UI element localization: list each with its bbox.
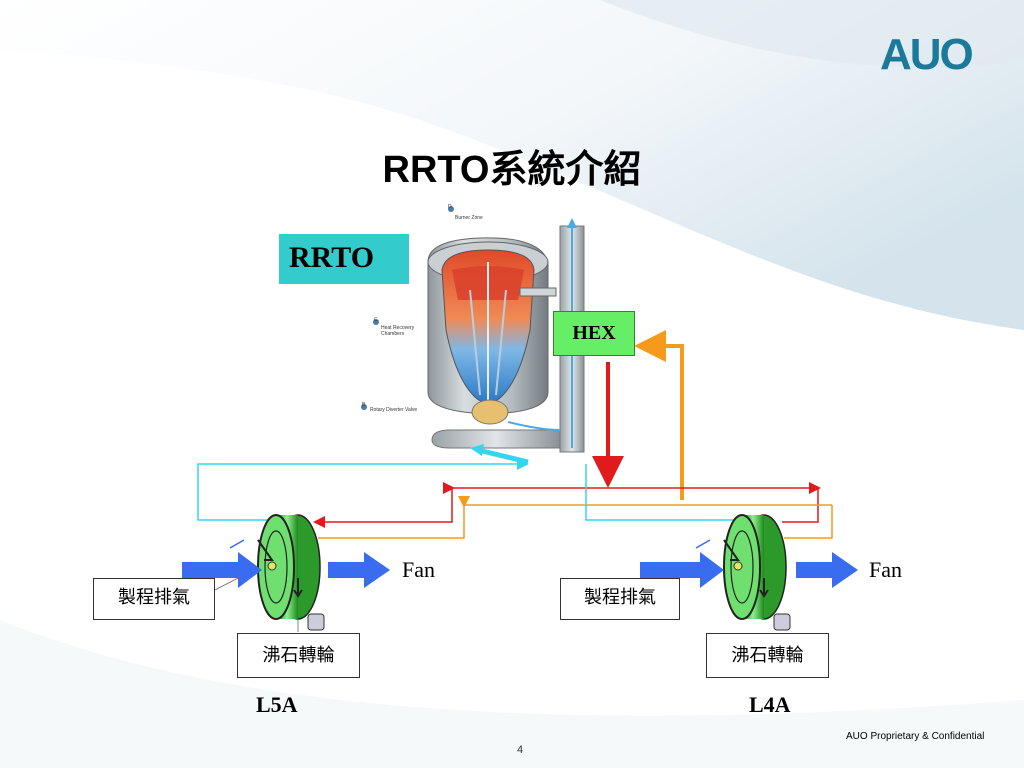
process-exhaust-label-l4a: 製程排氣 [560,578,680,620]
zeolite-rotor-l4a [695,514,791,631]
page-number: 4 [517,744,524,756]
fan-label-l5a: Fan [402,557,435,582]
marker-d: D [448,204,452,210]
zeolite-rotor-label-l4a: 沸石轉輪 [706,633,829,678]
fan-outflow-arrow-l4a [796,552,858,588]
hex-warm-inlet-line [634,330,684,500]
exhaust-inflow-arrow-l4a [640,552,724,588]
process-exhaust-label-l5a: 製程排氣 [93,578,215,620]
diverter-valve-label: Rotary Diverter Valve [370,407,418,413]
heat-recovery-label: Heat Recovery Chambers [381,325,415,337]
rrto-unit-illustration [361,206,585,465]
company-logo: AUO [880,30,974,79]
hot-air-branch-l4a [782,488,819,523]
fan-outflow-arrow-l5a [328,552,390,588]
warm-air-branch-l5a [318,496,470,539]
concentrate-line-l5a [197,458,529,521]
warm-air-branch-l4a [784,505,833,539]
confidential-notice: AUO Proprietary & Confidential [846,731,985,742]
exhaust-inflow-arrow-l5a [182,552,262,588]
concentrate-line-l4a [585,464,736,521]
hex-label: HEX [553,311,635,356]
marker-c: C [374,317,378,323]
line-name-l4a: L4A [749,692,791,717]
hot-air-branch-l5a [313,488,453,528]
rrto-label: RRTO [279,234,409,284]
page-title: RRTO系統介紹 [382,149,642,191]
burner-zone-label: Burner Zone [455,215,483,221]
line-name-l5a: L5A [256,692,298,717]
marker-b: B [362,402,366,408]
fan-label-l4a: Fan [869,557,902,582]
zeolite-rotor-label-l5a: 沸石轉輪 [237,633,360,678]
